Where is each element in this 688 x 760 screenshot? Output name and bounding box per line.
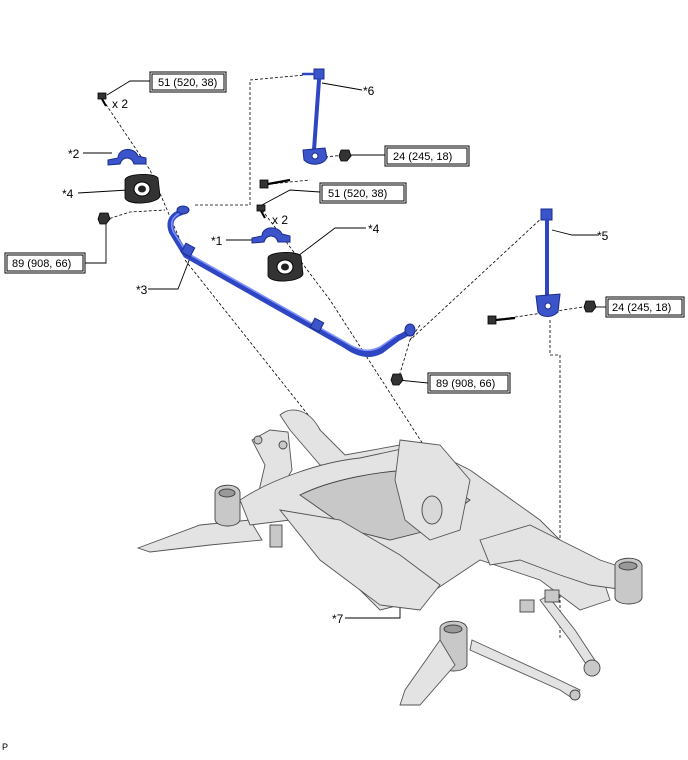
leader-lines: [77, 80, 606, 619]
callout-4-left: *4: [62, 187, 74, 201]
callout-6: *6: [363, 84, 375, 98]
torque-value: 51 (520, 38): [328, 188, 387, 200]
bolt-link5-icon: [487, 315, 516, 325]
stabilizer-link-6: [301, 68, 328, 165]
stabilizer-link-5: [535, 208, 561, 317]
torque-value: 24 (245, 18): [393, 151, 452, 163]
callout-labels: *2 *4 *1 *4 *3 *6 *5 *7 x 2 x 2: [62, 84, 609, 626]
torque-box-link5: 24 (245, 18): [605, 296, 685, 318]
quantity-mid: x 2: [272, 213, 288, 227]
torque-box-right-nut: 89 (908, 66): [427, 372, 511, 394]
torque-value: 89 (908, 66): [436, 378, 495, 390]
nut-link6-icon: [338, 149, 352, 162]
callout-5: *5: [597, 229, 609, 243]
nut-right-icon: [390, 373, 404, 386]
suspension-member: [136, 409, 643, 706]
torque-value: 24 (245, 18): [612, 302, 671, 314]
callout-7: *7: [332, 612, 344, 626]
torque-box-top-left: 51 (520, 38): [149, 71, 227, 93]
fasteners: [97, 92, 597, 386]
torque-value: 89 (908, 66): [12, 258, 71, 270]
bolt-top-left-icon: [97, 92, 107, 107]
nut-link5-icon: [583, 300, 597, 313]
bracket-2: [107, 149, 147, 166]
torque-box-mid: 51 (520, 38): [319, 182, 407, 204]
bracket-1: [251, 227, 291, 244]
callout-4-right: *4: [368, 222, 380, 236]
nut-left-icon: [97, 212, 111, 225]
stabilizer-bar: [167, 205, 416, 357]
callout-3: *3: [136, 283, 148, 297]
quantity-top-left: x 2: [112, 97, 128, 111]
callout-2: *2: [68, 147, 80, 161]
bushing-left: [124, 174, 161, 204]
bolt-link6-icon: [259, 178, 291, 189]
bushing-right: [267, 252, 304, 282]
bolt-mid-icon: [256, 204, 266, 219]
torque-value: 51 (520, 38): [158, 77, 217, 89]
corner-label: P: [2, 742, 8, 752]
torque-box-left-nut: 89 (908, 66): [4, 252, 86, 274]
torque-box-link6: 24 (245, 18): [384, 145, 470, 167]
callout-1: *1: [211, 234, 223, 248]
